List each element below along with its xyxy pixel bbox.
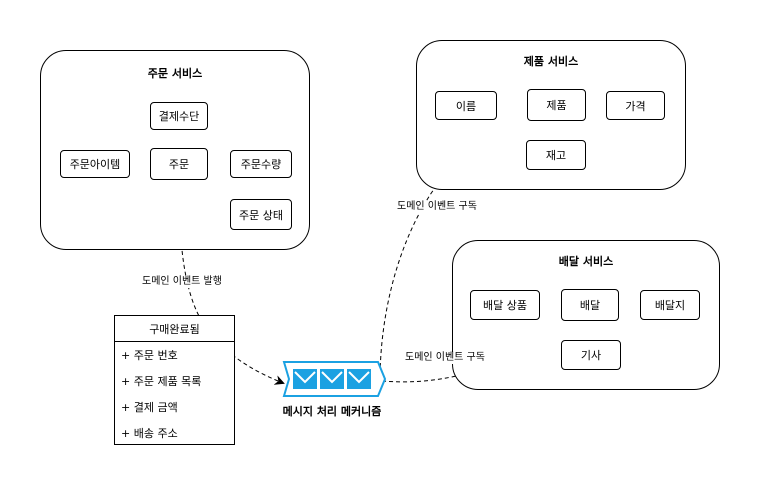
node-product: 제품 (527, 89, 586, 121)
event-class-box: 구매완료됨 + 주문 번호 + 주문 제품 목록 + 결제 금액 + 배송 주소 (114, 315, 235, 445)
message-queue-label: 메시지 처리 메커니즘 (282, 405, 382, 418)
label-subscribe-delivery: 도메인 이벤트 구독 (405, 352, 485, 364)
node-order-quantity: 주문수량 (230, 150, 292, 178)
node-order-item: 주문아이템 (60, 150, 130, 178)
product-service-title: 제품 서비스 (523, 55, 579, 68)
label-publish-event: 도메인 이벤트 발행 (142, 276, 222, 288)
node-name: 이름 (435, 91, 497, 120)
node-delivery-address: 배달지 (640, 290, 700, 320)
node-delivery: 배달 (561, 289, 619, 321)
envelope-icon (347, 369, 371, 389)
node-payment-method: 결제수단 (150, 102, 208, 130)
order-service-title: 주문 서비스 (147, 67, 203, 80)
node-order: 주문 (150, 148, 208, 180)
event-attribute: + 결제 금액 (121, 401, 178, 414)
node-driver: 기사 (561, 340, 621, 370)
node-stock: 재고 (526, 140, 586, 170)
event-class-title: 구매완료됨 (115, 316, 234, 342)
delivery-service-title: 배달 서비스 (558, 255, 614, 268)
node-price: 가격 (606, 91, 665, 120)
event-attribute: + 주문 번호 (121, 349, 178, 362)
label-subscribe-product: 도메인 이벤트 구독 (397, 201, 477, 213)
node-order-status: 주문 상태 (230, 199, 292, 230)
event-attribute: + 배송 주소 (121, 427, 178, 440)
event-attribute: + 주문 제품 목록 (121, 375, 202, 388)
envelope-icon (293, 369, 317, 389)
message-queue-shape (282, 361, 387, 397)
node-delivery-product: 배달 상품 (470, 290, 540, 320)
envelope-icon (320, 369, 344, 389)
